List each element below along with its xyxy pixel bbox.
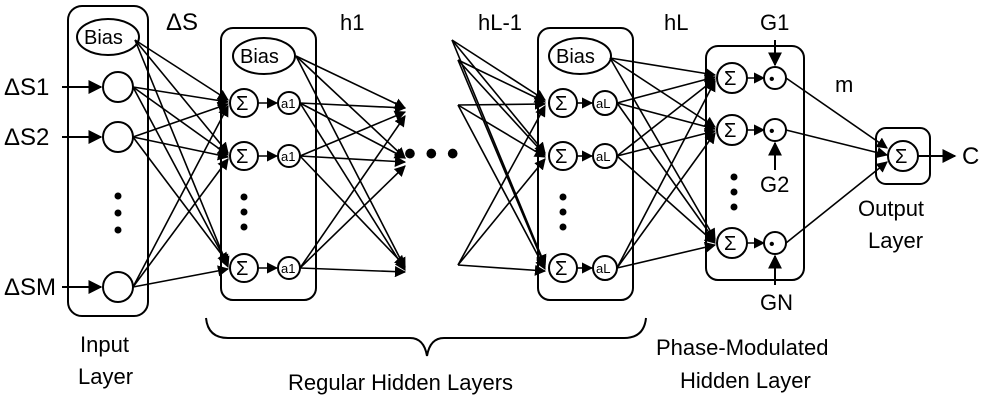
connections-input-to-h1 [132,39,230,288]
pm-modulation-node-1 [763,66,787,90]
output-sum-symbol: Σ [895,146,907,168]
connections-pm-to-output [785,77,889,244]
phase-modulated-caption-2: Hidden Layer [680,368,811,393]
input-layer-caption-2: Layer [78,364,133,389]
phase-modulated-nodes [716,40,787,285]
hl-label: hL [664,10,688,35]
delta-s2-label: ΔS2 [4,124,49,151]
pm-dot-symbol-n: • [769,236,775,253]
hidden-l-bias-node [548,37,612,75]
g2-label: G2 [760,172,789,197]
delta-s-label: ΔS [166,9,198,36]
pm-modulation-node-2 [763,118,787,142]
hl-activation-label-n: aL [596,261,610,276]
h1-activation-label-n: a1 [281,261,295,276]
horizontal-ellipsis: • • • [404,135,459,173]
hidden-1-bias-label: Bias [240,46,279,68]
phase-modulated-caption-1: Phase-Modulated [656,335,828,360]
h1-sum-symbol-n: Σ [236,258,248,280]
pm-modulation-node-n [763,231,787,255]
pm-sum-symbol-n: Σ [724,233,736,255]
input-bias-label: Bias [84,27,123,49]
input-bias-node [76,18,140,56]
input-layer-box [67,5,149,317]
h1-vertical-dots [240,193,248,231]
output-layer-caption-1: Output [858,196,924,221]
h1-sum-symbol-1: Σ [236,93,248,115]
hl-sum-symbol-2: Σ [555,146,567,168]
pm-dot-symbol-1: • [769,71,775,88]
hidden-l-nodes [548,88,618,283]
connections-h1-out [295,55,407,278]
connections-hl-to-pm [609,57,717,269]
input-vertical-dots [114,192,122,234]
connections-into-hl [451,39,547,276]
regular-hidden-bracket [205,317,647,357]
h1-sum-symbol-2: Σ [236,146,248,168]
m-label: m [835,72,853,97]
g1-label: G1 [760,10,789,35]
h1-label: h1 [340,10,364,35]
hl-vertical-dots [559,193,567,231]
hidden-1-bias-node [232,37,296,75]
hl-sum-symbol-n: Σ [555,258,567,280]
hidden-1-nodes [229,88,301,283]
input-neuron-2 [102,121,134,153]
delta-s1-label: ΔS1 [4,74,49,101]
phase-modulated-layer-box [705,45,805,281]
regular-hidden-layers-caption: Regular Hidden Layers [288,370,513,395]
pm-sum-symbol-1: Σ [724,68,736,90]
h1-activation-label-2: a1 [281,149,295,164]
c-label: C [962,143,979,170]
pm-vertical-dots [730,173,738,211]
gn-label: GN [760,290,793,315]
hl-minus-1-label: hL-1 [478,10,522,35]
input-layer-caption-1: Input [80,332,129,357]
delta-sm-label: ΔSM [4,274,56,301]
input-neuron-1 [102,71,134,103]
h1-activation-label-1: a1 [281,96,295,111]
input-neuron-m [102,271,134,303]
hl-activation-label-2: aL [596,149,610,164]
pm-dot-symbol-2: • [769,123,775,140]
hl-sum-symbol-1: Σ [555,93,567,115]
output-layer-caption-2: Layer [868,228,923,253]
hidden-l-bias-label: Bias [556,46,595,68]
hl-activation-label-1: aL [596,96,610,111]
pm-sum-symbol-2: Σ [724,120,736,142]
